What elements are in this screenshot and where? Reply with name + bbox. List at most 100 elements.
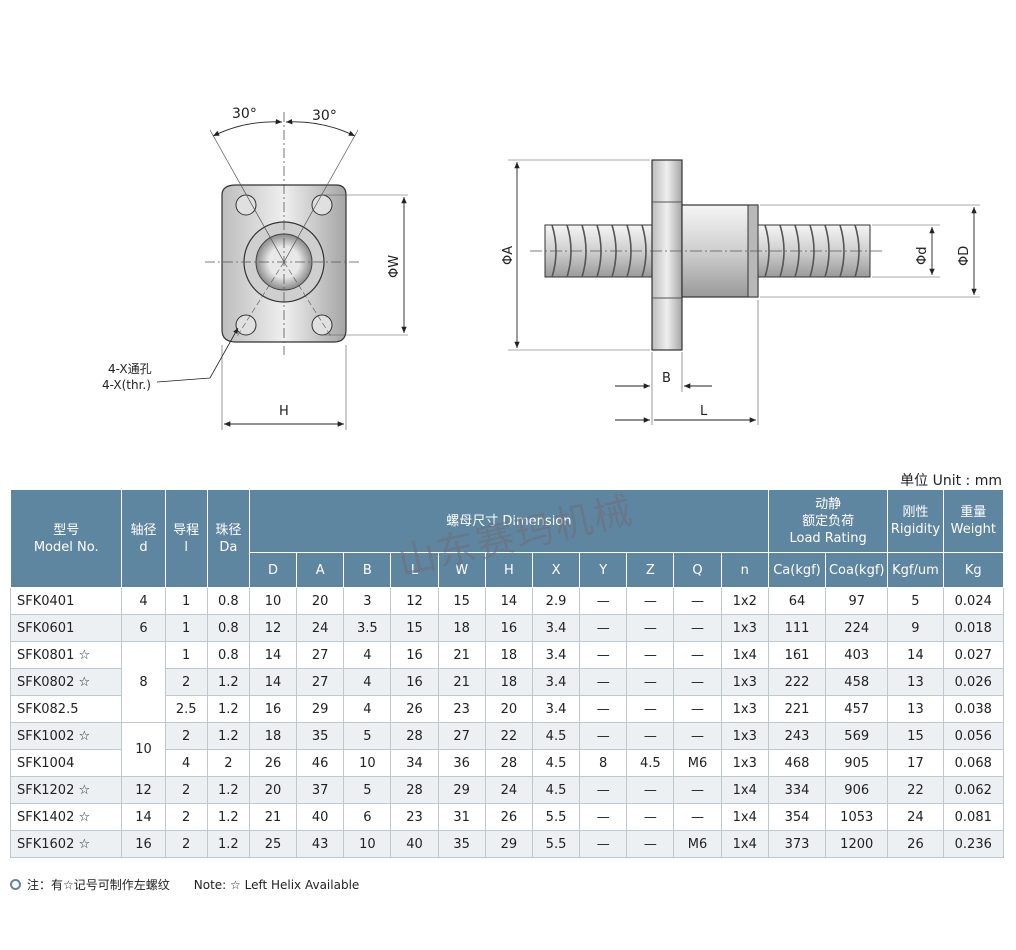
table-cell: 5.5 xyxy=(531,830,581,858)
subheader-cell: Coa(kgf) xyxy=(825,552,889,588)
table-cell: 16 xyxy=(484,614,533,642)
table-cell: 1.2 xyxy=(206,695,250,723)
table-cell: 2.9 xyxy=(531,587,581,615)
table-cell: 4.5 xyxy=(531,749,581,777)
model-cell: SFK1004 xyxy=(9,749,123,777)
table-cell: 20 xyxy=(484,695,533,723)
table-cell: 1x4 xyxy=(720,776,769,804)
table-cell: 9 xyxy=(887,614,944,642)
table-cell: 2 xyxy=(206,749,250,777)
table-cell: 222 xyxy=(767,668,827,696)
table-cell: 22 xyxy=(887,776,944,804)
table-cell: 1x3 xyxy=(720,722,769,750)
shaft-diameter-cell: 14 xyxy=(121,803,166,831)
table-cell: — xyxy=(673,587,722,615)
subheader-cell: X xyxy=(531,552,581,588)
table-cell: 21 xyxy=(248,803,298,831)
subheader-cell: Ca(kgf) xyxy=(767,552,827,588)
angle-label-left: 30° xyxy=(232,106,257,122)
table-cell: 29 xyxy=(484,830,533,858)
unit-label: 单位 Unit : mm xyxy=(900,473,1002,489)
table-cell: 5 xyxy=(887,587,944,615)
table-cell: 14 xyxy=(887,641,944,669)
table-cell: 1.2 xyxy=(206,776,250,804)
table-cell: 4 xyxy=(343,695,392,723)
table-cell: 403 xyxy=(825,641,889,669)
table-cell: 6 xyxy=(343,803,392,831)
table-cell: — xyxy=(673,695,722,723)
table-cell: 2.5 xyxy=(164,695,208,723)
table-cell: 29 xyxy=(296,695,345,723)
table-cell: 243 xyxy=(767,722,827,750)
table-cell: 4 xyxy=(164,749,208,777)
table-cell: 3.5 xyxy=(343,614,392,642)
table-cell: 97 xyxy=(825,587,889,615)
table-cell: — xyxy=(626,641,675,669)
table-cell: — xyxy=(673,668,722,696)
table-cell: 34 xyxy=(390,749,439,777)
table-cell: 1x3 xyxy=(720,668,769,696)
table-cell: 1.2 xyxy=(206,722,250,750)
dim-label-l: L xyxy=(700,404,708,419)
table-cell: — xyxy=(626,668,675,696)
table-cell: 3.4 xyxy=(531,641,581,669)
table-cell: 0.056 xyxy=(942,722,1005,750)
table-cell: 5 xyxy=(343,776,392,804)
table-cell: — xyxy=(673,641,722,669)
subheader-cell: L xyxy=(390,552,439,588)
table-cell: 3.4 xyxy=(531,668,581,696)
table-cell: — xyxy=(579,830,628,858)
table-cell: 4.5 xyxy=(626,749,675,777)
table-cell: — xyxy=(626,830,675,858)
table-cell: 1 xyxy=(164,641,208,669)
table-cell: 1x4 xyxy=(720,803,769,831)
model-cell: SFK1202 ☆ xyxy=(9,776,123,804)
table-cell: — xyxy=(579,803,628,831)
table-cell: 10 xyxy=(343,749,392,777)
table-cell: 457 xyxy=(825,695,889,723)
table-cell: 4 xyxy=(343,668,392,696)
table-cell: 224 xyxy=(825,614,889,642)
table-cell: 28 xyxy=(390,776,439,804)
table-cell: 1 xyxy=(164,587,208,615)
model-cell: SFK1002 ☆ xyxy=(9,722,123,750)
table-cell: M6 xyxy=(673,749,722,777)
front-view xyxy=(156,112,408,430)
table-cell: — xyxy=(626,803,675,831)
table-cell: 468 xyxy=(767,749,827,777)
table-cell: 26 xyxy=(390,695,439,723)
table-cell: 1x3 xyxy=(720,614,769,642)
table-cell: 458 xyxy=(825,668,889,696)
table-cell: 0.8 xyxy=(206,641,250,669)
table-cell: 36 xyxy=(437,749,486,777)
table-cell: 27 xyxy=(437,722,486,750)
table-cell: 161 xyxy=(767,641,827,669)
table-cell: 3.4 xyxy=(531,614,581,642)
table-cell: 64 xyxy=(767,587,827,615)
technical-drawing: 30° 30° ΦW H 4-X通孔 4-X(thr.) ΦA Φd ΦD B … xyxy=(102,106,980,430)
table-cell: 17 xyxy=(887,749,944,777)
dim-label-b: B xyxy=(662,371,671,386)
table-cell: 334 xyxy=(767,776,827,804)
table-cell: — xyxy=(673,803,722,831)
table-cell: 24 xyxy=(887,803,944,831)
model-cell: SFK0401 xyxy=(9,587,123,615)
model-cell: SFK0801 ☆ xyxy=(9,641,123,669)
table-cell: 10 xyxy=(343,830,392,858)
subheader-cell: Kgf/um xyxy=(887,552,944,588)
footnote: 注：有☆记号可制作左螺纹 Note: ☆ Left Helix Availabl… xyxy=(10,876,359,893)
table-cell: 111 xyxy=(767,614,827,642)
table-cell: 2 xyxy=(164,722,208,750)
table-cell: 1x4 xyxy=(720,830,769,858)
header-dimension: 螺母尺寸 Dimension xyxy=(248,489,769,553)
